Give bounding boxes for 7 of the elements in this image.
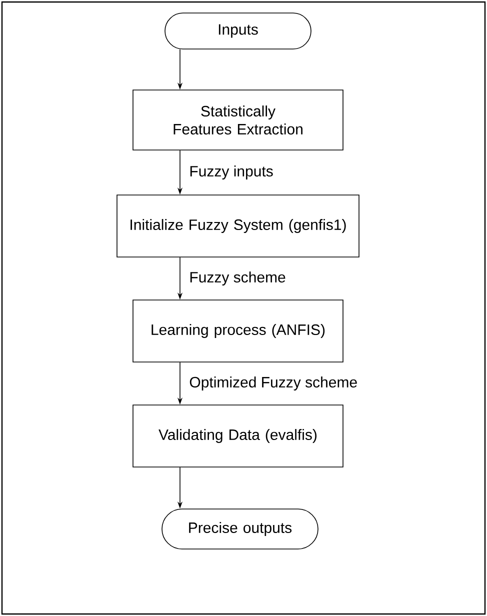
process-box: Initialize Fuzzy System (genfis1) <box>116 194 360 258</box>
process-box: Statistically Features Extraction <box>132 90 344 150</box>
process-box: Learning process (ANFIS) <box>132 300 344 362</box>
edge-label: Fuzzy inputs <box>190 166 273 180</box>
edge-label: Optimized Fuzzy scheme <box>190 376 357 390</box>
edge-label: Fuzzy scheme <box>190 272 286 286</box>
process-box: Validating Data (evalfis) <box>132 404 344 468</box>
